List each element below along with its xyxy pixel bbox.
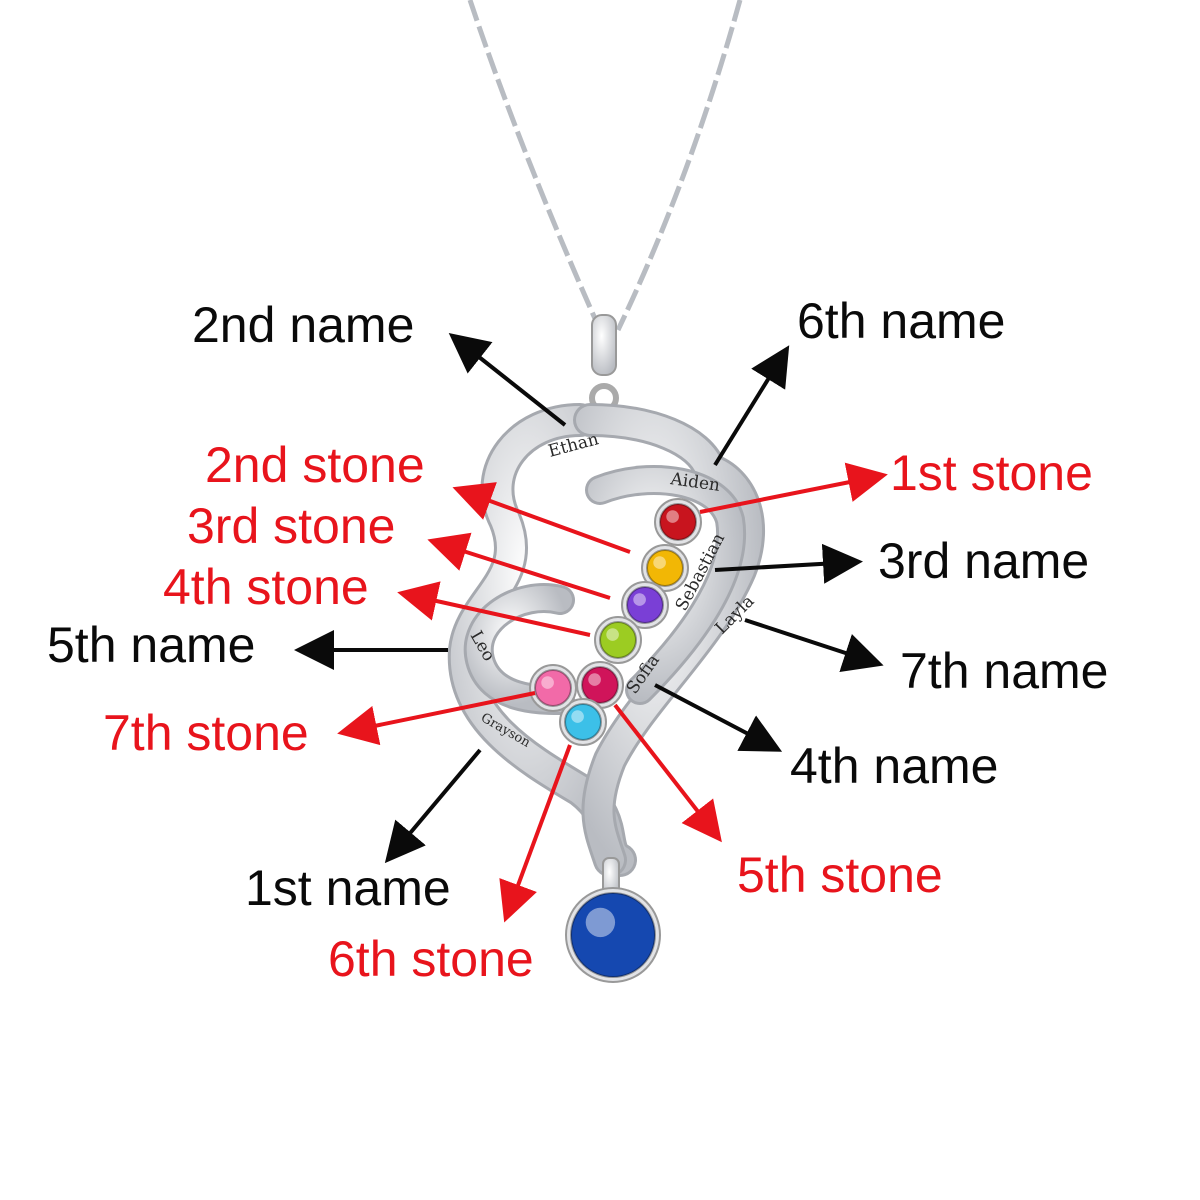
label-2nd-name: 2nd name — [192, 297, 414, 353]
label-6th-stone: 6th stone — [328, 931, 534, 987]
label-4th-stone: 4th stone — [163, 559, 369, 615]
gemstone-1 — [654, 498, 702, 546]
label-3rd-name: 3rd name — [878, 533, 1089, 589]
gemstone-8 — [565, 887, 661, 983]
arrow-3rd-stone — [427, 532, 611, 600]
arrow-7th-stone — [337, 691, 536, 746]
label-1st-stone: 1st stone — [890, 445, 1093, 501]
arrow-4th-name — [654, 683, 783, 752]
chain — [467, 0, 743, 332]
bail — [591, 314, 617, 376]
arrow-5th-stone — [613, 703, 722, 843]
arrow-3rd-name — [714, 543, 863, 584]
label-1st-name: 1st name — [245, 860, 451, 916]
arrow-2nd-stone — [452, 482, 631, 554]
arrow-6th-name — [713, 345, 790, 467]
gemstone-3 — [621, 581, 669, 629]
arrow-2nd-name — [448, 333, 567, 427]
arrow-6th-stone — [499, 744, 572, 923]
gemstones — [529, 498, 702, 983]
arrow-4th-stone — [397, 581, 591, 637]
arrow-1st-name — [384, 748, 482, 864]
label-2nd-stone: 2nd stone — [205, 437, 425, 493]
label-3rd-stone: 3rd stone — [187, 498, 395, 554]
label-4th-name: 4th name — [790, 738, 998, 794]
label-7th-stone: 7th stone — [103, 705, 309, 761]
label-7th-name: 7th name — [900, 643, 1108, 699]
arrow-7th-name — [744, 618, 884, 673]
gemstone-2 — [641, 544, 689, 592]
arrows — [294, 333, 888, 923]
arrow-1st-stone — [699, 462, 888, 514]
gemstone-7 — [529, 664, 577, 712]
label-5th-stone: 5th stone — [737, 847, 943, 903]
gemstone-4 — [594, 616, 642, 664]
label-6th-name: 6th name — [797, 293, 1005, 349]
gemstone-5 — [576, 661, 624, 709]
label-5th-name: 5th name — [47, 617, 255, 673]
gemstone-6 — [559, 698, 607, 746]
